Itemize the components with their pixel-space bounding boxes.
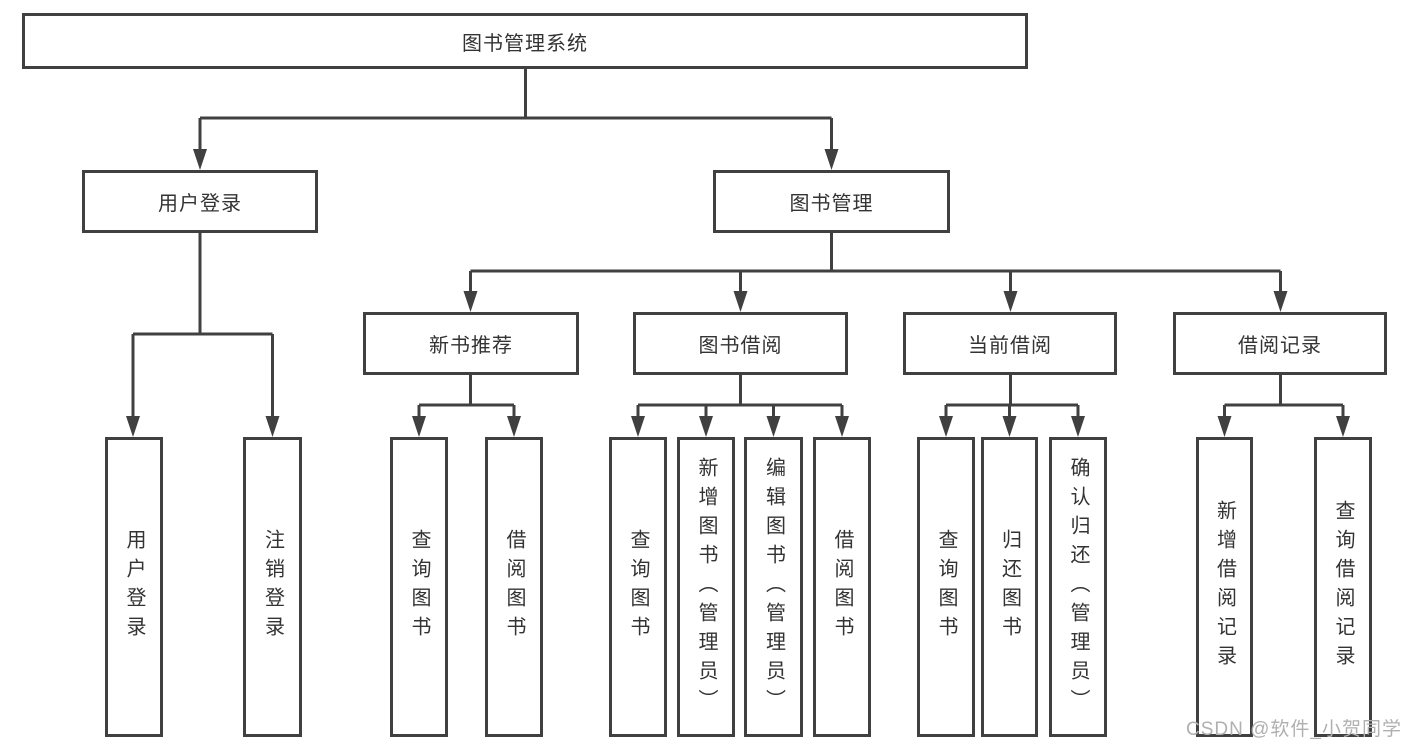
leaf-newbook-borrow-book: 借阅图书 <box>485 437 543 737</box>
node-book-management-label: 图书管理 <box>789 193 874 215</box>
leaf-record-query-record: 查询借阅记录 <box>1314 437 1372 737</box>
leaf-record-add-record: 新增借阅记录 <box>1196 437 1253 737</box>
leaf-borrow-edit-book-admin-label: 编辑图书（管理员） <box>762 456 785 718</box>
leaf-newbook-query-book-label: 查询图书 <box>408 529 430 645</box>
connector-new-book-to-leaves <box>412 375 521 437</box>
connector-borrow-record-to-leaves <box>1217 375 1350 437</box>
connector-root-to-level2 <box>193 69 839 170</box>
leaf-current-confirm-return-admin: 确认归还（管理员） <box>1049 437 1107 737</box>
node-user-login: 用户登录 <box>82 170 318 233</box>
leaf-borrow-query-book: 查询图书 <box>609 437 667 737</box>
node-new-book-recommend: 新书推荐 <box>363 312 579 375</box>
leaf-newbook-query-book: 查询图书 <box>390 437 448 737</box>
node-current-borrow-label: 当前借阅 <box>968 335 1052 357</box>
leaf-current-query-book: 查询图书 <box>917 437 975 737</box>
node-borrow-record: 借阅记录 <box>1173 312 1387 375</box>
leaf-newbook-borrow-book-label: 借阅图书 <box>503 529 525 645</box>
leaf-logout-login: 注销登录 <box>243 437 302 737</box>
leaf-logout-login-label: 注销登录 <box>261 529 284 645</box>
leaf-current-return-book: 归还图书 <box>981 437 1038 737</box>
leaf-borrow-add-book-admin-label: 新增图书（管理员） <box>695 456 717 718</box>
leaf-user-login: 用户登录 <box>105 437 163 737</box>
connector-user-login-to-leaves <box>126 233 280 437</box>
node-book-borrow: 图书借阅 <box>633 312 848 375</box>
node-root-system: 图书管理系统 <box>22 13 1028 69</box>
leaf-user-login-label: 用户登录 <box>123 529 145 645</box>
leaf-current-confirm-return-admin-label: 确认归还（管理员） <box>1067 456 1089 718</box>
node-borrow-record-label: 借阅记录 <box>1238 335 1322 357</box>
csdn-watermark: CSDN @软件_小贺同学 <box>1186 719 1402 740</box>
node-book-borrow-label: 图书借阅 <box>698 335 783 357</box>
connector-book-borrow-to-leaves <box>631 375 849 437</box>
node-book-management: 图书管理 <box>713 170 950 233</box>
leaf-borrow-edit-book-admin: 编辑图书（管理员） <box>744 437 803 737</box>
node-user-login-label: 用户登录 <box>158 193 242 215</box>
connector-current-borrow-to-leaves <box>939 375 1085 437</box>
leaf-borrow-add-book-admin: 新增图书（管理员） <box>677 437 735 737</box>
leaf-borrow-borrow-book: 借阅图书 <box>813 437 871 737</box>
leaf-record-query-record-label: 查询借阅记录 <box>1332 500 1354 674</box>
leaf-current-query-book-label: 查询图书 <box>935 529 957 645</box>
node-root-system-label: 图书管理系统 <box>462 32 588 55</box>
connector-book-management-to-level3 <box>463 233 1288 312</box>
leaf-record-add-record-label: 新增借阅记录 <box>1213 500 1236 674</box>
leaf-current-return-book-label: 归还图书 <box>998 529 1021 645</box>
leaf-borrow-borrow-book-label: 借阅图书 <box>831 529 853 645</box>
leaf-borrow-query-book-label: 查询图书 <box>627 529 649 645</box>
node-new-book-recommend-label: 新书推荐 <box>429 335 513 357</box>
node-current-borrow: 当前借阅 <box>903 312 1117 375</box>
